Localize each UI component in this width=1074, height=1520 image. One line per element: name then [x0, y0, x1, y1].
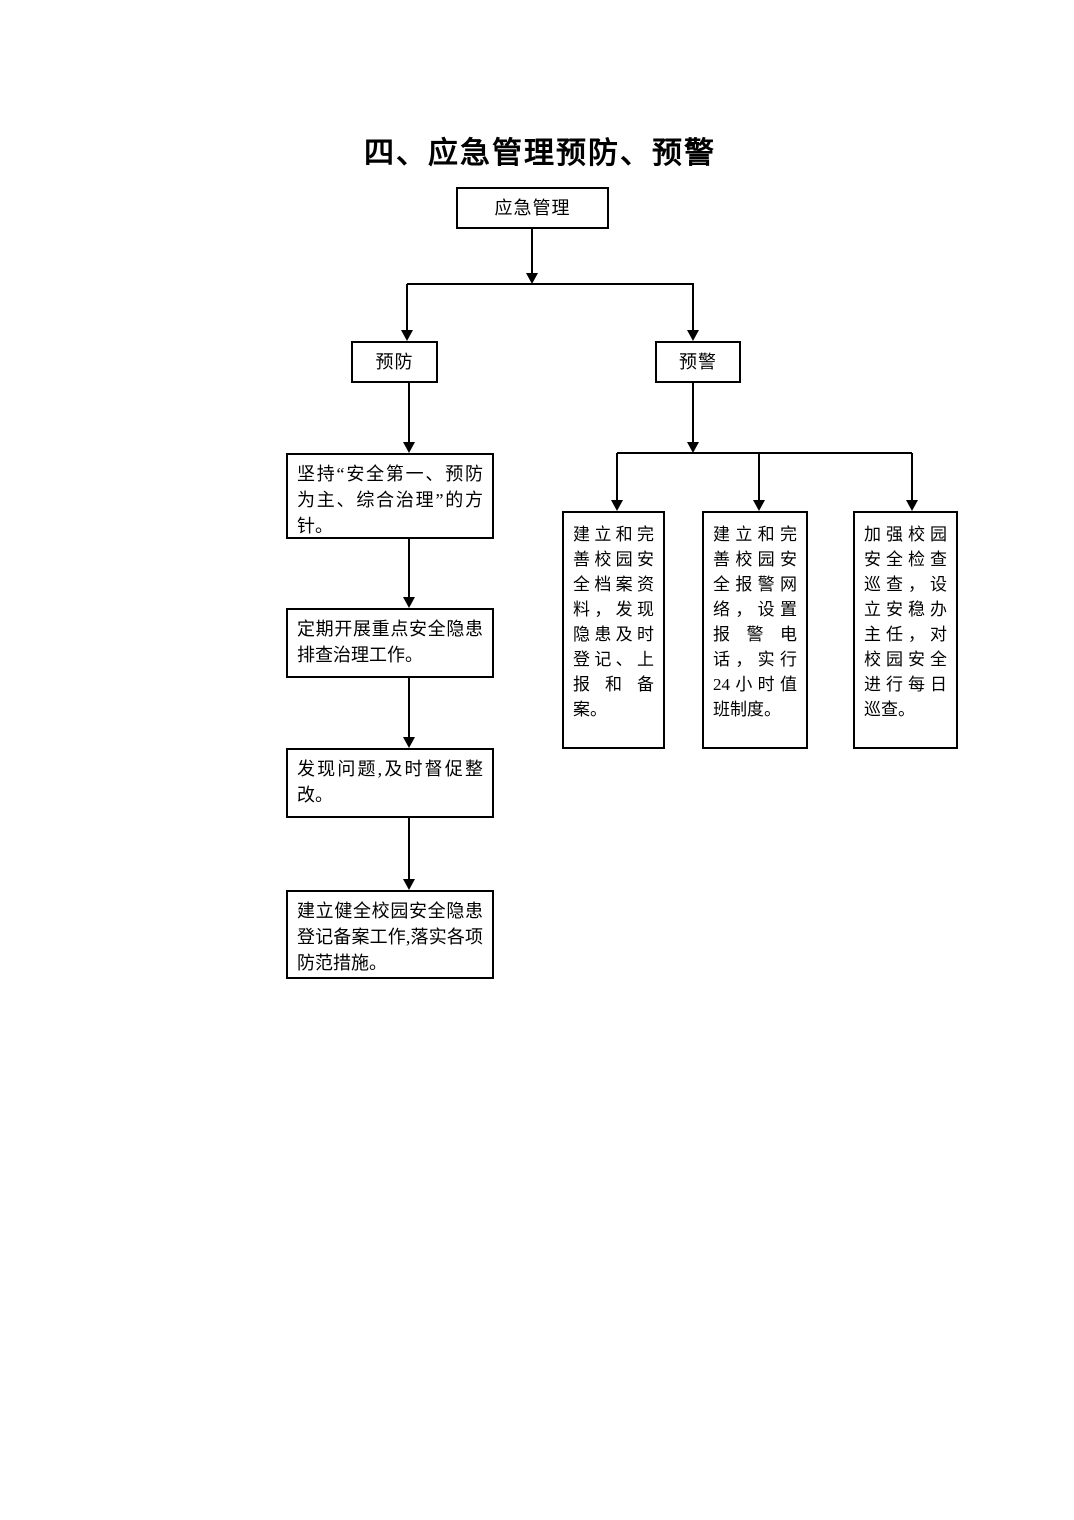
arrowhead-drop-measure1	[611, 500, 623, 511]
arrowhead-drop-measure2	[753, 500, 765, 511]
arrowhead-step3-step4	[403, 879, 415, 890]
prevention-step-2: 定期开展重点安全隐患排查治理工作。	[286, 608, 494, 678]
node-prevention: 预防	[351, 341, 438, 383]
arrowhead-step2-step3	[403, 737, 415, 748]
arrowhead-drop-warning	[687, 330, 699, 341]
arrowhead-warning-stem	[687, 442, 699, 453]
prevention-step-3: 发现问题,及时督促整改。	[286, 748, 494, 818]
arrowhead-root-stem	[526, 273, 538, 284]
warning-measure-2: 建立和完善校园安全报警网络，设置报警电话，实行24小时值班制度。	[702, 511, 808, 749]
prevention-step-1: 坚持“安全第一、预防为主、综合治理”的方针。	[286, 453, 494, 539]
warning-measure-3: 加强校园安全检查巡查，设立安稳办主任，对校园安全进行每日巡查。	[853, 511, 958, 749]
arrowhead-drop-measure3	[906, 500, 918, 511]
arrowhead-prevention-step1	[403, 442, 415, 453]
node-warning: 预警	[655, 341, 741, 383]
node-emergency-management: 应急管理	[456, 187, 609, 229]
arrowhead-step1-step2	[403, 597, 415, 608]
warning-measure-1: 建立和完善校园安全档案资料，发现隐患及时登记、上报和备案。	[562, 511, 665, 749]
prevention-step-4: 建立健全校园安全隐患登记备案工作,落实各项防范措施。	[286, 890, 494, 979]
arrowhead-drop-prevention	[401, 330, 413, 341]
diagram-title: 四、应急管理预防、预警	[364, 137, 716, 170]
